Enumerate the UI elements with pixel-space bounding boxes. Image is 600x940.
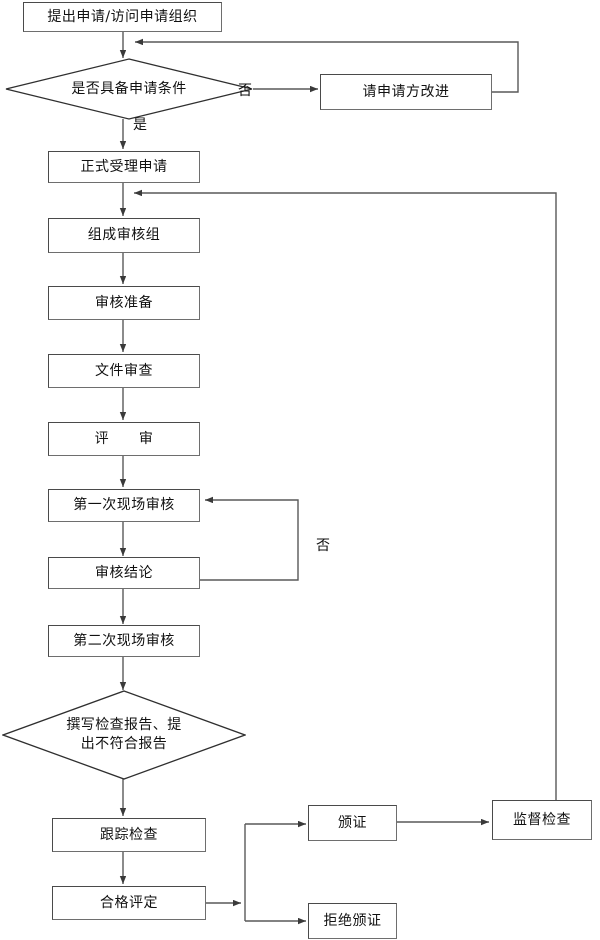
edge-supervise-back-to-formteam: [134, 189, 557, 800]
node-site-second-label: 第二次现场审核: [73, 632, 175, 649]
node-issue-cert[interactable]: 颁证: [308, 805, 397, 841]
node-improve[interactable]: 请申请方改进: [320, 74, 492, 110]
node-conclusion[interactable]: 审核结论: [48, 557, 200, 589]
node-site-second[interactable]: 第二次现场审核: [48, 625, 200, 657]
diamond-shape-condition: [5, 58, 253, 120]
diamond-shape-report: [2, 690, 246, 780]
node-check-condition[interactable]: 是否具备申请条件: [5, 58, 253, 120]
node-report-label: 撰写检查报告、提 出不符合报告: [66, 717, 182, 752]
node-prepare[interactable]: 审核准备: [48, 286, 200, 320]
node-supervise-label: 监督检查: [513, 811, 571, 828]
node-site-first-label: 第一次现场审核: [73, 497, 175, 514]
edge-label-conclusion-no: 否: [316, 538, 330, 554]
node-doc-review[interactable]: 文件审查: [48, 354, 200, 388]
node-issue-cert-label: 颁证: [338, 814, 367, 831]
node-conclusion-label: 审核结论: [95, 564, 153, 581]
edge-label-condition-no: 否: [238, 83, 252, 99]
edge-conclusion-no-to-sitefirst: [200, 496, 299, 581]
node-reject-cert-label: 拒绝颁证: [323, 912, 382, 929]
node-supervise[interactable]: 监督检查: [492, 800, 592, 840]
node-evaluate-label: 评 审: [94, 430, 154, 447]
node-report[interactable]: 撰写检查报告、提 出不符合报告: [2, 690, 246, 780]
node-reject-cert[interactable]: 拒绝颁证: [308, 903, 397, 939]
node-follow-up[interactable]: 跟踪检查: [52, 818, 206, 852]
node-site-first[interactable]: 第一次现场审核: [48, 489, 200, 522]
node-accept-label: 正式受理申请: [80, 158, 168, 175]
node-qualify-label: 合格评定: [100, 894, 158, 911]
edge-label-condition-yes: 是: [133, 117, 147, 133]
node-check-condition-label: 是否具备申请条件: [71, 80, 187, 97]
node-apply[interactable]: 提出申请/访问申请组织: [23, 2, 222, 32]
node-qualify[interactable]: 合格评定: [52, 886, 206, 920]
node-apply-label: 提出申请/访问申请组织: [47, 8, 198, 25]
node-form-team[interactable]: 组成审核组: [48, 218, 200, 253]
node-doc-review-label: 文件审查: [95, 362, 153, 379]
node-improve-label: 请申请方改进: [362, 83, 450, 100]
edge-improve-back-to-condition: [135, 38, 519, 93]
node-form-team-label: 组成审核组: [87, 227, 161, 244]
node-follow-up-label: 跟踪检查: [100, 826, 158, 843]
node-evaluate[interactable]: 评 审: [48, 422, 200, 456]
node-accept[interactable]: 正式受理申请: [48, 151, 200, 183]
node-prepare-label: 审核准备: [95, 294, 153, 311]
